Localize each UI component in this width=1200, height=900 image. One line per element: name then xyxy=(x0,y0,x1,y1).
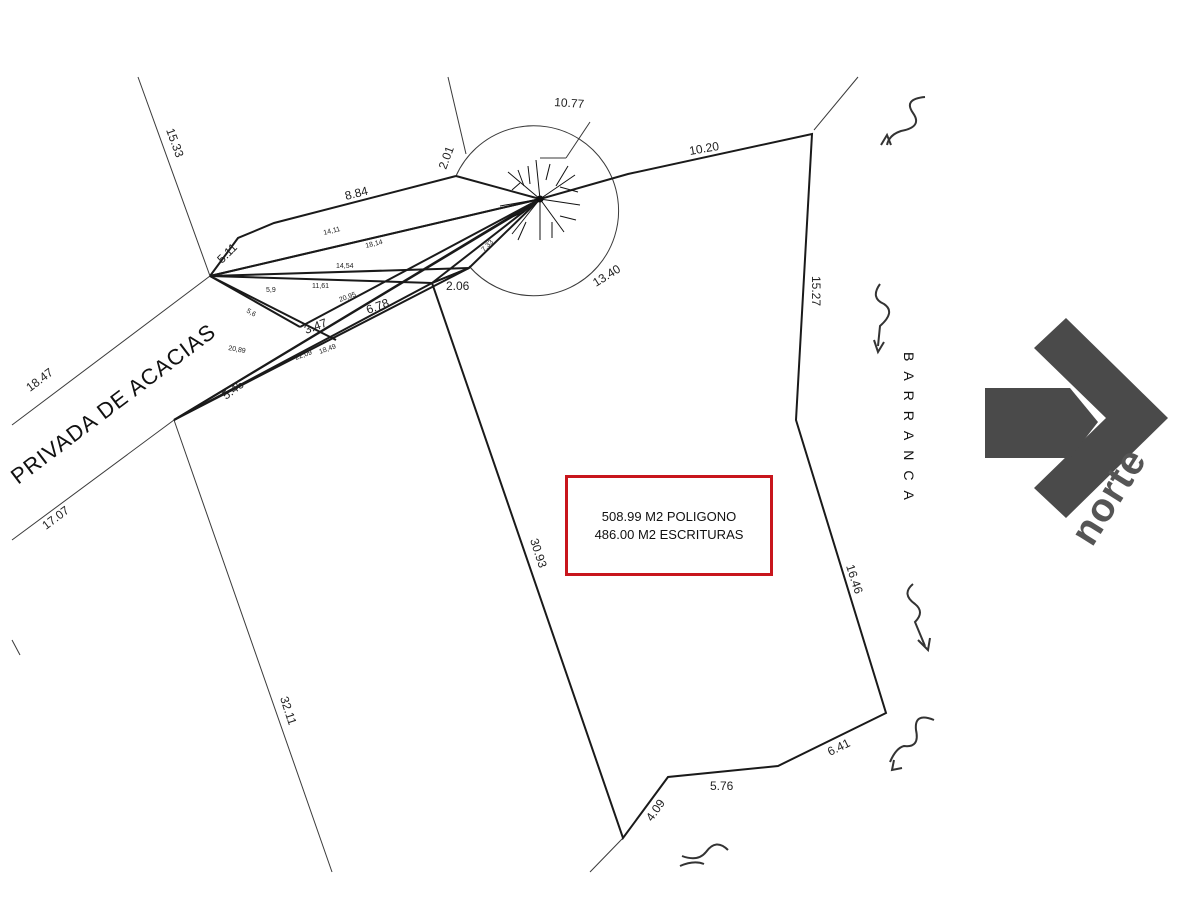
small-dimension-label: 14,11 xyxy=(323,226,341,237)
lot-polygon xyxy=(430,132,888,841)
dimension-labels: 10.77 10.20 2.01 15.33 8.84 5.11 13.40 2… xyxy=(23,95,865,824)
dimension-label: 18.47 xyxy=(23,365,56,394)
barranca-label: BARRANCA xyxy=(901,352,917,510)
small-dimension-label: 18,14 xyxy=(365,239,384,250)
dimension-label: 8.84 xyxy=(343,184,369,203)
dimension-label: 15.27 xyxy=(809,276,823,306)
slope-arrow-icons xyxy=(679,96,935,867)
dimension-label: 13.40 xyxy=(590,262,623,290)
small-dimension-label: 5,9 xyxy=(266,287,276,294)
dimension-label: 30.93 xyxy=(527,537,550,570)
dimension-label: 6.78 xyxy=(364,296,391,317)
small-dimension-label: 22,09 xyxy=(294,349,313,362)
street-label: PRIVADA DE ACACIAS xyxy=(6,319,221,489)
neighbor-lot-lines xyxy=(11,76,859,873)
tree-icon xyxy=(499,159,581,241)
dimension-label: 32.11 xyxy=(277,695,299,727)
dimension-label: 16.46 xyxy=(843,563,866,596)
area-summary-box: 508.99 M2 POLIGONO 486.00 M2 ESCRITURAS xyxy=(565,475,773,576)
polygon-area-text: 508.99 M2 POLIGONO xyxy=(601,508,737,524)
dimension-label: 5.76 xyxy=(710,779,734,793)
dimension-label: 2.06 xyxy=(446,279,470,293)
dimension-label: 4.09 xyxy=(643,796,668,823)
dimension-label: 5.46 xyxy=(219,377,246,402)
dimension-label: 15.33 xyxy=(163,126,187,159)
dimension-label: 5.11 xyxy=(214,240,240,266)
dimension-label: 6.41 xyxy=(825,736,852,759)
small-dimension-label: 11,61 xyxy=(312,283,329,290)
dimension-label: 2.01 xyxy=(436,144,457,171)
dimension-label: 10.20 xyxy=(688,139,720,158)
cul-de-sac-radius xyxy=(565,121,591,159)
north-arrow-icon xyxy=(985,318,1168,518)
small-dimension-label: 20,89 xyxy=(228,345,247,355)
cul-de-sac-arc xyxy=(455,125,620,297)
small-dimension-label: 14,54 xyxy=(336,263,354,270)
small-dimension-label: 5,6 xyxy=(245,308,257,319)
dimension-label: 10.77 xyxy=(554,95,585,111)
deed-area-text: 486.00 M2 ESCRITURAS xyxy=(594,526,744,542)
